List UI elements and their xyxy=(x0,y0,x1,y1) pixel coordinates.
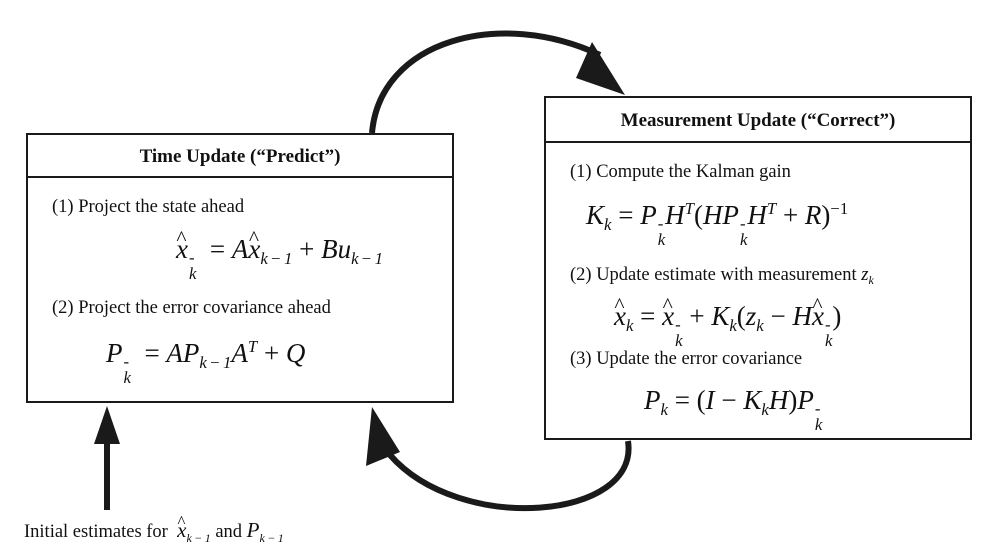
state-prediction-equation: x-k = Axk − 1 + Buk − 1 xyxy=(176,228,383,282)
measurement-update-title: Measurement Update (“Correct”) xyxy=(546,98,970,143)
covariance-prediction-equation: P-k = APk − 1AT + Q xyxy=(106,337,306,388)
predict-to-correct-arrowhead xyxy=(576,42,625,95)
correct-to-predict-arrowhead xyxy=(366,407,400,466)
measurement-update-box: Measurement Update (“Correct”) (1) Compu… xyxy=(544,96,972,440)
covariance-update-equation: Pk = (I − KkH)P-k xyxy=(644,385,823,435)
update-estimate-label: (2) Update estimate with measurement zk xyxy=(570,265,874,288)
compute-gain-label: (1) Compute the Kalman gain xyxy=(570,162,791,182)
time-update-box: Time Update (“Predict”) (1) Project the … xyxy=(26,133,454,403)
project-state-label: (1) Project the state ahead xyxy=(52,197,245,217)
predict-to-correct-arrow xyxy=(369,30,602,134)
state-update-equation: xk = x-k + Kk(zk − Hx-k) xyxy=(614,295,841,349)
time-update-title: Time Update (“Predict”) xyxy=(28,135,452,178)
update-covariance-label: (3) Update the error covariance xyxy=(570,349,803,369)
initial-estimates-label: Initial estimates for xk − 1 and Pk − 1 xyxy=(24,512,284,546)
correct-to-predict-arrow xyxy=(387,440,632,512)
initial-estimate-arrowhead xyxy=(94,406,120,444)
project-covariance-label: (2) Project the error covariance ahead xyxy=(52,298,331,318)
